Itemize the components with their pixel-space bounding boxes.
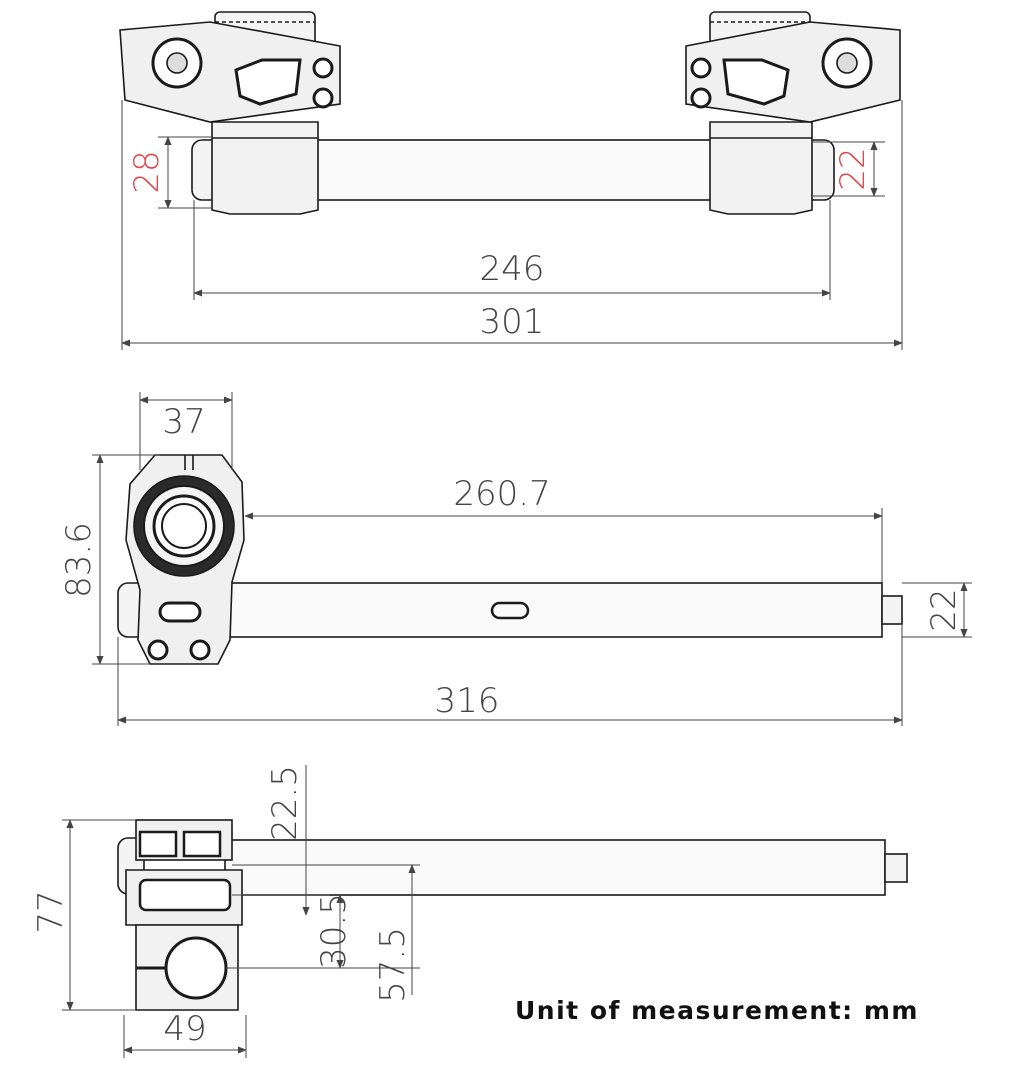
side-tube-icon [221,582,883,638]
front-view [119,11,901,215]
side-dimensions [92,392,972,726]
dim-top-offset: 30.5 [314,893,354,969]
front-clamp-block-left [211,121,319,215]
dim-front-clamp-left: 28 [127,150,167,193]
bolt-icon [690,57,712,79]
top-tube [224,839,886,896]
bolt-icon [189,639,211,661]
dim-top-width: 49 [163,1009,206,1049]
dim-side-bar-length: 260.7 [453,474,550,514]
side-view [117,454,903,665]
bolt-icon [147,639,169,661]
dim-top-center: 57.5 [373,927,413,1003]
dim-side-bar-dia: 22 [924,588,964,631]
dim-front-clamp-right: 22 [833,147,873,190]
unit-note: Unit of measurement: mm [515,996,919,1025]
dim-side-clamp-width: 37 [162,402,205,442]
bolt-icon [312,87,334,109]
dim-front-bar-inner: 246 [480,249,545,289]
side-slot [490,601,530,620]
top-view [117,819,908,1011]
bolt-icon [690,87,712,109]
side-bar-tip [881,595,903,625]
dim-side-overall: 316 [435,681,500,721]
dim-front-overall: 301 [480,302,545,342]
front-tube [309,139,721,201]
bolt-icon [312,57,334,79]
dim-side-height: 83.6 [59,522,99,598]
front-clamp-block-right [709,121,813,215]
top-fork-clamp-icon [164,936,228,1000]
front-dimensions [121,100,903,350]
top-dimensions [62,765,420,1058]
top-bar-tip [884,853,908,883]
dim-top-height: 77 [31,890,71,933]
dim-top-rise: 22.5 [265,765,305,841]
